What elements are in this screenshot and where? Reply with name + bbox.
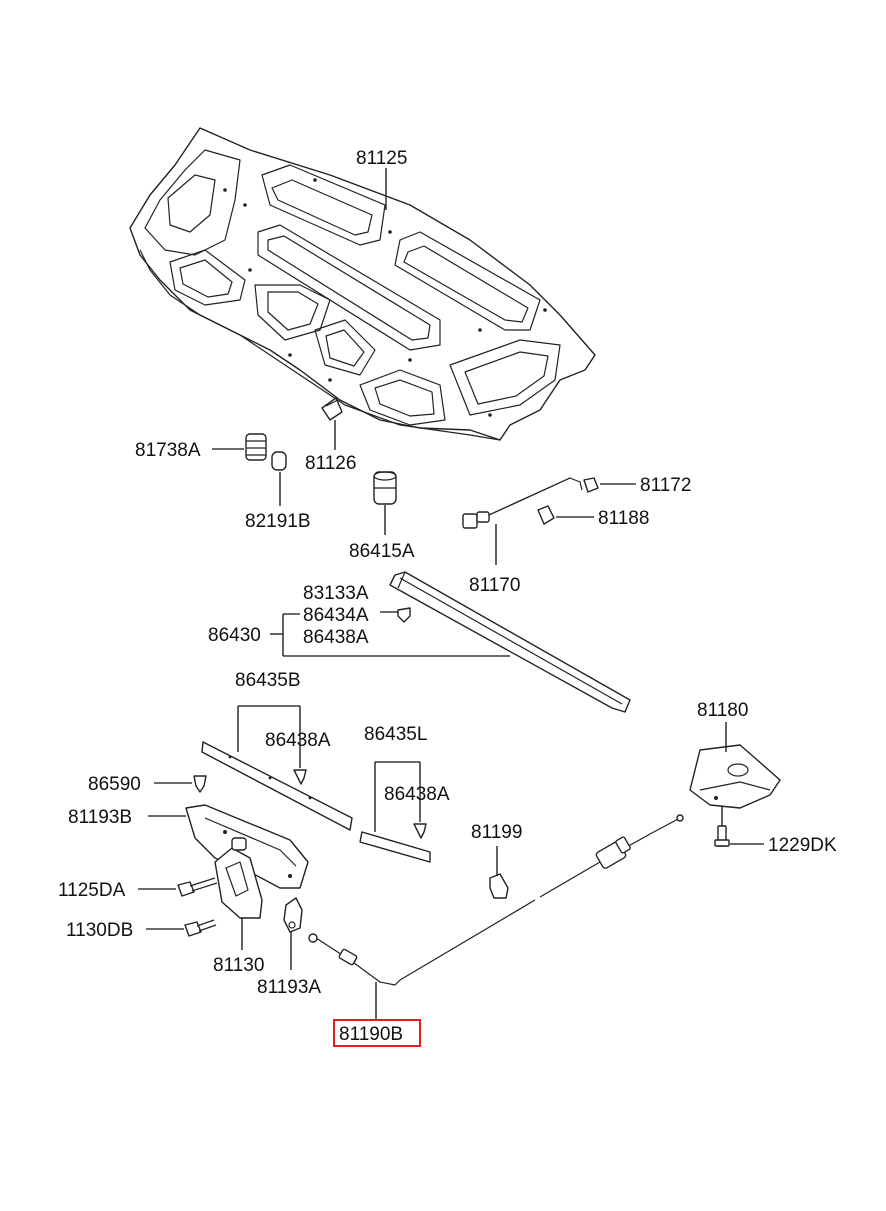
- label-81172: 81172: [640, 475, 691, 496]
- hood-insulator-pad: [129, 127, 596, 441]
- part-86435B-strip: [201, 741, 353, 831]
- label-1130DB: 1130DB: [66, 920, 133, 941]
- part-1125DA-bolt: [177, 877, 218, 897]
- part-86590-clip: [193, 775, 207, 793]
- label-81126: 81126: [305, 453, 356, 474]
- part-86438A-clip-2: [293, 769, 307, 785]
- part-86434A-clip: [397, 607, 411, 623]
- part-86438A-clip-3: [413, 823, 427, 839]
- label-81180: 81180: [697, 700, 748, 721]
- label-86430: 86430: [208, 625, 261, 646]
- part-81126-clip: [321, 397, 343, 421]
- highlight-box-81190B: [333, 1019, 421, 1047]
- part-81172-grommet: [583, 477, 599, 493]
- label-86435B: 86435B: [235, 670, 301, 691]
- part-81199-cable-clip: [489, 873, 509, 899]
- part-1130DB-bolt: [184, 919, 217, 937]
- part-81170-hood-stay-rod: [462, 477, 583, 529]
- label-81193A: 81193A: [257, 977, 321, 998]
- label-86434A: 86434A: [303, 605, 369, 626]
- label-81190B: 81190B: [339, 1024, 403, 1045]
- part-81193B-latch-bracket: [185, 804, 309, 889]
- label-81738A: 81738A: [135, 440, 201, 461]
- label-82191B: 82191B: [245, 511, 311, 532]
- label-86590: 86590: [88, 774, 141, 795]
- label-81125: 81125: [356, 148, 407, 169]
- label-81130: 81130: [213, 955, 264, 976]
- part-81190B-release-cable: [308, 814, 684, 986]
- label-86438A-3: 86438A: [384, 784, 450, 805]
- label-81193B: 81193B: [68, 807, 132, 828]
- label-86435L: 86435L: [364, 724, 427, 745]
- label-86415A: 86415A: [349, 541, 415, 562]
- label-83133A: 83133A: [303, 583, 369, 604]
- label-81199: 81199: [471, 822, 522, 843]
- part-81193A-bracket: [283, 897, 303, 933]
- part-82191B-cap: [271, 451, 287, 471]
- label-81170: 81170: [469, 575, 520, 596]
- label-1229DK: 1229DK: [768, 835, 837, 856]
- part-81130-hood-latch: [214, 837, 263, 919]
- part-86435L-strip: [359, 831, 431, 863]
- part-81180-cable-bracket: [689, 744, 781, 809]
- label-86438A-2: 86438A: [265, 730, 331, 751]
- label-81188: 81188: [598, 508, 649, 529]
- part-1229DK-bolt: [714, 825, 730, 847]
- label-1125DA: 1125DA: [58, 880, 126, 901]
- part-86430-weatherstrip: [389, 571, 631, 713]
- part-86415A-bumper: [373, 471, 397, 505]
- label-86438A-1: 86438A: [303, 627, 369, 648]
- part-81738A-bumper: [245, 433, 267, 461]
- part-81188-holder: [537, 505, 555, 525]
